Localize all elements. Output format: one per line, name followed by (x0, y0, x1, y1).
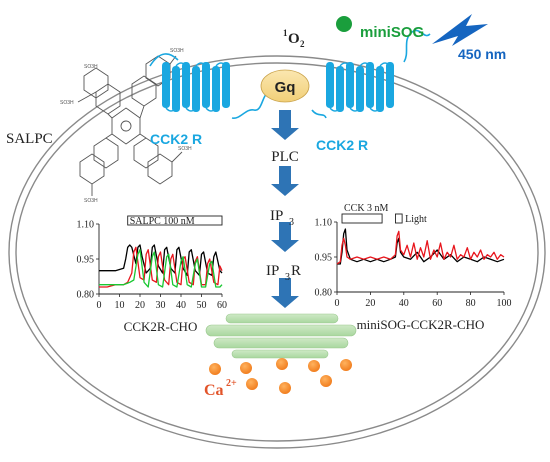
x-tick-label: 40 (176, 300, 186, 311)
down-arrow-icon (271, 110, 299, 140)
gq-protein-icon (260, 69, 310, 103)
chart-caption: CCK2R-CHO (124, 319, 198, 334)
cck2r-left-receptor (149, 53, 269, 119)
receptor-helix (336, 66, 344, 112)
svg-text:2: 2 (300, 39, 305, 49)
chart-cck2r-cho: 0.80 0.95 1.10 0 10 20 30 40 50 60 SALPC 100 nM CCK… (77, 215, 227, 334)
svg-text:IP: IP (270, 208, 283, 224)
y-tick-label: 0.80 (77, 290, 95, 301)
gq-label: Gq (275, 79, 296, 96)
x-tick-label: 0 (97, 300, 102, 311)
cck2r-left-label: CCK2 R (150, 131, 202, 147)
svg-text:2+: 2+ (226, 378, 237, 389)
x-tick-label: 80 (466, 298, 476, 309)
receptor-helix (182, 62, 190, 108)
svg-text:3: 3 (285, 272, 290, 283)
ip3r-label: IP 3 R (266, 263, 301, 283)
stimulus-label: SALPC 100 nM (130, 216, 195, 227)
x-tick-label: 50 (197, 300, 207, 311)
stimulus-bar (341, 213, 383, 224)
svg-text:R: R (291, 263, 301, 279)
stimulus-bar (127, 215, 223, 226)
series-line (99, 244, 223, 276)
salpc-label: SALPC (6, 131, 53, 147)
down-arrow-icon (271, 166, 299, 196)
x-tick-label: 100 (497, 298, 512, 309)
down-arrow-icon (271, 278, 299, 308)
x-tick-label: 60 (217, 300, 227, 311)
receptor-helix (172, 66, 180, 112)
receptor-helix (386, 62, 394, 108)
x-tick-label: 0 (335, 298, 340, 309)
series-line (99, 249, 223, 288)
receptor-helix (326, 62, 334, 108)
stimulus-label: Light (405, 214, 427, 225)
receptor-helix (202, 62, 210, 108)
series-line (336, 230, 505, 265)
cascade-arrows (271, 110, 299, 308)
endoplasmic-reticulum (205, 313, 357, 359)
sulfo-label: SO3H (170, 48, 184, 54)
receptor-helix (212, 66, 220, 112)
x-tick-label: 60 (432, 298, 442, 309)
down-arrow-icon (271, 222, 299, 252)
minisog-label: miniSOG (360, 24, 424, 41)
x-tick-label: 40 (399, 298, 409, 309)
calcium-ions (209, 358, 352, 394)
sulfo-label: SO3H (178, 146, 192, 152)
y-tick-label: 0.80 (315, 288, 333, 299)
plc-label: PLC (271, 149, 299, 165)
y-tick-label: 1.10 (315, 218, 333, 229)
sulfo-label: SO3H (84, 64, 98, 70)
chart-caption: miniSOG-CCK2R-CHO (357, 317, 485, 332)
y-tick-label: 1.10 (77, 220, 95, 231)
receptor-helix (376, 66, 384, 112)
x-tick-label: 20 (135, 300, 145, 311)
sulfo-labels: SO3H SO3H SO3H SO3H SO3H (60, 48, 192, 204)
receptor-helix (366, 62, 374, 108)
x-tick-label: 20 (365, 298, 375, 309)
receptor-helix (222, 62, 230, 108)
stimulus-bar (395, 213, 403, 224)
chart-minisog-cck2r-cho: 0.80 0.95 1.10 0 20 40 60 80 100 CCK 3 nM Light min… (315, 203, 512, 332)
calcium-label: Ca 2+ (204, 378, 237, 399)
singlet-oxygen-label: 1 O 2 (283, 28, 305, 49)
svg-text:IP: IP (266, 263, 279, 279)
receptor-helix (192, 66, 200, 112)
light-bolt-icon (432, 14, 488, 46)
svg-text:O: O (288, 31, 300, 47)
minisog-dot-icon (336, 16, 352, 32)
y-tick-label: 0.95 (77, 255, 95, 266)
y-tick-label: 0.95 (315, 253, 333, 264)
sulfo-label: SO3H (84, 198, 98, 204)
svg-text:3: 3 (289, 217, 294, 228)
cck2r-right-receptor (311, 29, 431, 119)
sulfo-label: SO3H (60, 100, 74, 106)
series-line (99, 246, 223, 288)
cell-membrane (8, 55, 546, 449)
receptor-helix (162, 62, 170, 108)
x-tick-label: 30 (156, 300, 166, 311)
series-line (337, 228, 505, 265)
x-tick-label: 10 (115, 300, 125, 311)
receptor-helix (346, 62, 354, 108)
receptor-helix (356, 66, 364, 112)
stimulus-label: CCK 3 nM (344, 203, 389, 214)
ip3-label: IP 3 (270, 208, 294, 228)
svg-text:Ca: Ca (204, 382, 224, 399)
wavelength-label: 450 nm (458, 46, 506, 62)
svg-text:1: 1 (283, 28, 288, 38)
cck2r-right-label: CCK2 R (316, 137, 368, 153)
salpc-molecule-icon (77, 55, 183, 196)
